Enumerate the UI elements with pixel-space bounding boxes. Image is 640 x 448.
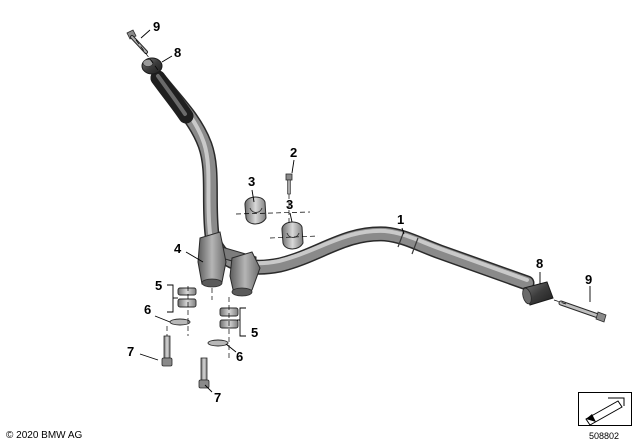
callout-6-left: 6 <box>144 302 151 317</box>
bolt-left <box>161 335 173 367</box>
callout-8-right: 8 <box>536 256 543 271</box>
callout-4: 4 <box>174 241 182 256</box>
callout-7-right: 7 <box>214 390 221 405</box>
navigation-arrow[interactable] <box>578 392 632 426</box>
clamp-upper-left <box>244 196 267 225</box>
bar-end-weight-left <box>141 57 163 75</box>
screw-top <box>285 173 293 195</box>
washer-left <box>169 318 191 326</box>
bar-end-screw-right <box>558 300 607 323</box>
rubber-bushing-right <box>219 307 239 329</box>
bolt-right <box>198 357 210 389</box>
bar-end-weight-right <box>522 281 554 306</box>
clamp-upper-right <box>281 221 304 250</box>
callout-3-upper: 3 <box>248 174 255 189</box>
callouts: 1 2 3 3 4 5 5 6 6 7 7 8 8 9 9 <box>127 19 592 405</box>
drawing-number: 508802 <box>589 431 620 441</box>
callout-9-right: 9 <box>585 272 592 287</box>
callout-5-right: 5 <box>251 325 258 340</box>
callout-2: 2 <box>290 145 297 160</box>
callout-3-lower: 3 <box>286 197 293 212</box>
riser-block <box>197 231 261 297</box>
callout-7-left: 7 <box>127 344 134 359</box>
bar-end-screw-left <box>126 29 148 54</box>
callout-1: 1 <box>397 212 404 227</box>
copyright-text: © 2020 BMW AG <box>6 430 83 441</box>
rubber-bushing-left <box>177 287 197 308</box>
callout-5-left: 5 <box>155 278 162 293</box>
arrow-frame-icon <box>585 397 625 426</box>
callout-6-right: 6 <box>236 349 243 364</box>
assembly-lines <box>135 39 567 360</box>
callout-9-left: 9 <box>153 19 160 34</box>
leader-lines <box>139 29 591 393</box>
callout-8-left: 8 <box>174 45 181 60</box>
washer-right <box>207 339 229 347</box>
